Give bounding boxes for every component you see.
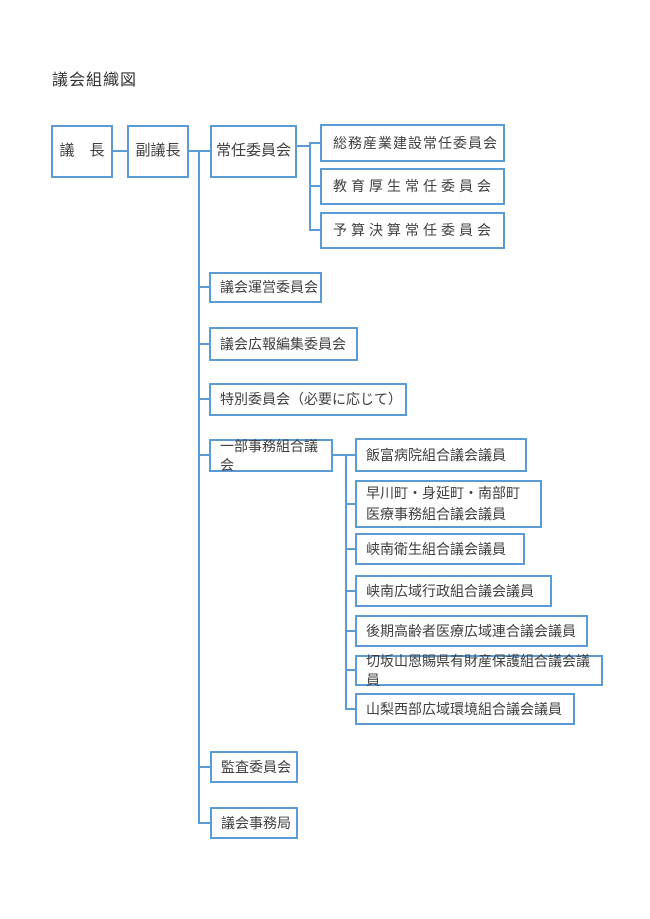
node-education-welfare-committee: 教育厚生常任委員会 [320, 168, 505, 205]
node-kirisakayama-onshi-prefectural-property-protection-union-member: 切坂山恩賜県有財産保護組合議会議員 [355, 653, 603, 688]
node-hayakawa-minobu-nanbu-medical-union-member: 早川町・身延町・南部町 医療事務組合議会議員 [355, 480, 542, 528]
node-assembly-steering-committee: 議会運営委員会 [209, 272, 322, 303]
connector-stub-steering [198, 286, 210, 288]
connector-stub-union-1 [345, 454, 355, 456]
connector-stub-audit [198, 766, 210, 768]
connector-stub-union-4 [345, 590, 355, 592]
connector-chair-vicechair [112, 150, 128, 152]
connector-standing-branch [296, 145, 311, 147]
node-general-affairs-industry-construction-committee: 総務産業建設常任委員会 [320, 124, 505, 162]
node-assembly-pr-editing-committee: 議会広報編集委員会 [209, 327, 358, 361]
connector-main-trunk [198, 150, 200, 824]
node-vice-chairperson: 副議長 [127, 125, 189, 178]
connector-union-branch [333, 454, 347, 456]
node-assembly-secretariat: 議会事務局 [210, 807, 298, 839]
connector-stub-union-6 [345, 669, 355, 671]
connector-stub-special [198, 398, 210, 400]
connector-stub-pr-editing [198, 343, 210, 345]
node-iitomi-hospital-union-member: 飯富病院組合議会議員 [355, 438, 527, 472]
connector-union-trunk [345, 454, 347, 710]
node-kyonan-wide-area-administration-union-member: 峡南広域行政組合議会議員 [355, 575, 552, 607]
connector-stub-union-3 [345, 548, 355, 550]
node-yamanashi-western-wide-area-environment-union-member: 山梨西部広域環境組合議会議員 [355, 693, 575, 725]
connector-stub-partial-union [198, 454, 210, 456]
node-budget-settlement-committee: 予算決算常任委員会 [320, 212, 505, 249]
connector-stub-standing-1 [309, 142, 320, 144]
connector-stub-secretariat [198, 822, 210, 824]
connector-stub-standing-3 [309, 229, 320, 231]
node-kyonan-sanitation-union-member: 峡南衛生組合議会議員 [355, 533, 525, 565]
page-title: 議会組織図 [52, 72, 138, 89]
node-partial-affairs-union-assembly: 一部事務組合議会 [209, 438, 333, 473]
node-chairperson: 議 長 [51, 125, 113, 178]
node-audit-committee: 監査委員会 [210, 751, 298, 783]
connector-stub-standing-2 [309, 185, 320, 187]
connector-stub-union-7 [345, 708, 355, 710]
connector-stub-union-2 [345, 503, 355, 505]
node-later-stage-elderly-medical-wide-area-union-member: 後期高齢者医療広域連合議会議員 [355, 615, 588, 647]
node-standing-committees: 常任委員会 [210, 125, 297, 178]
node-special-committee: 特別委員会（必要に応じて） [209, 383, 407, 416]
connector-stub-union-5 [345, 630, 355, 632]
